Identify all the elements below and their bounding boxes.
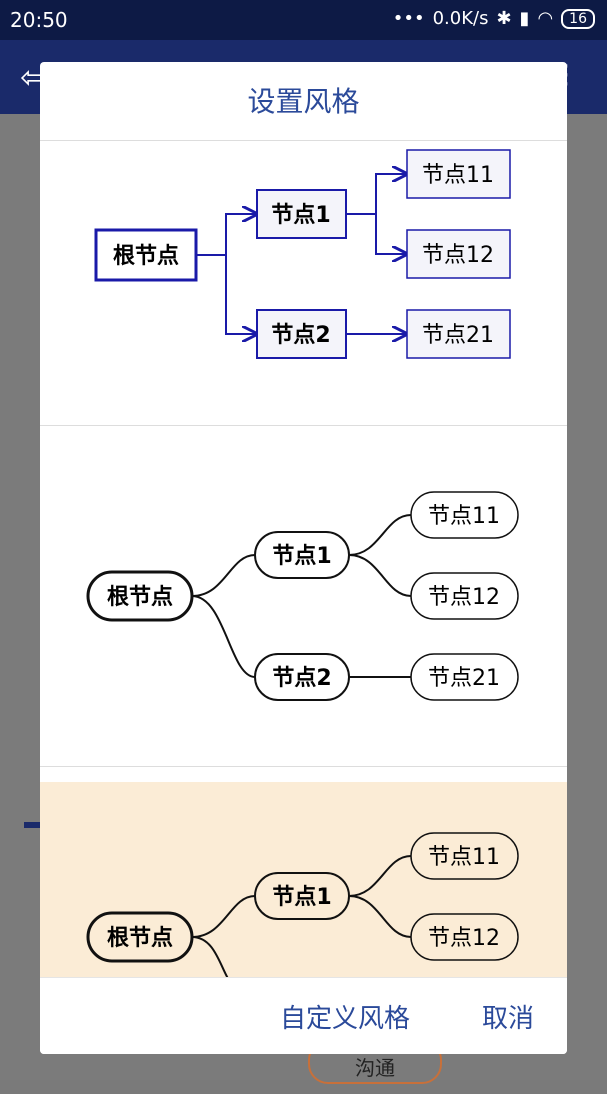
network-speed: 0.0K/s xyxy=(432,8,489,29)
s2-root: 根节点 xyxy=(107,584,173,610)
dialog-title: 设置风格 xyxy=(40,62,567,141)
s3-node11: 节点11 xyxy=(428,845,500,870)
dots-icon: ••• xyxy=(392,8,425,29)
style-list[interactable]: 根节点 节点1 节点2 节点11 节点12 节点21 xyxy=(40,141,567,978)
s1-node12: 节点12 xyxy=(422,243,494,268)
s1-node1: 节点1 xyxy=(271,202,330,228)
status-time: 20:50 xyxy=(10,8,68,32)
bluetooth-icon: ✱ xyxy=(496,8,512,29)
signal-icon: ▮ xyxy=(519,8,530,29)
s2-node1: 节点1 xyxy=(272,543,331,569)
style-option-rounded-black[interactable]: 根节点 节点1 节点2 节点11 节点12 节点21 xyxy=(40,426,567,767)
cancel-button[interactable]: 取消 xyxy=(474,992,542,1041)
s1-node2: 节点2 xyxy=(271,322,330,348)
s3-root: 根节点 xyxy=(107,925,173,951)
style-option-blue-boxes[interactable]: 根节点 节点1 节点2 节点11 节点12 节点21 xyxy=(40,141,567,426)
style-dialog: 设置风格 xyxy=(40,62,567,1054)
status-bar: 20:50 ••• 0.0K/s ✱ ▮ ◠ 16 xyxy=(0,0,607,40)
s2-node12: 节点12 xyxy=(428,585,500,610)
dialog-footer: 自定义风格 取消 xyxy=(40,977,567,1054)
s2-node2: 节点2 xyxy=(272,665,331,691)
style-option-beige-selected[interactable]: 根节点 节点1 节点11 节点12 xyxy=(40,782,567,978)
s2-node21: 节点21 xyxy=(428,666,500,691)
custom-style-button[interactable]: 自定义风格 xyxy=(272,992,418,1041)
wifi-icon: ◠ xyxy=(537,8,554,29)
battery-icon: 16 xyxy=(561,8,595,29)
s3-node12: 节点12 xyxy=(428,926,500,951)
s1-node11: 节点11 xyxy=(422,163,494,188)
tab-indicator xyxy=(24,822,42,828)
s1-node21: 节点21 xyxy=(422,323,494,348)
s3-node1: 节点1 xyxy=(272,884,331,910)
s1-root: 根节点 xyxy=(113,243,179,269)
s2-node11: 节点11 xyxy=(428,504,500,529)
